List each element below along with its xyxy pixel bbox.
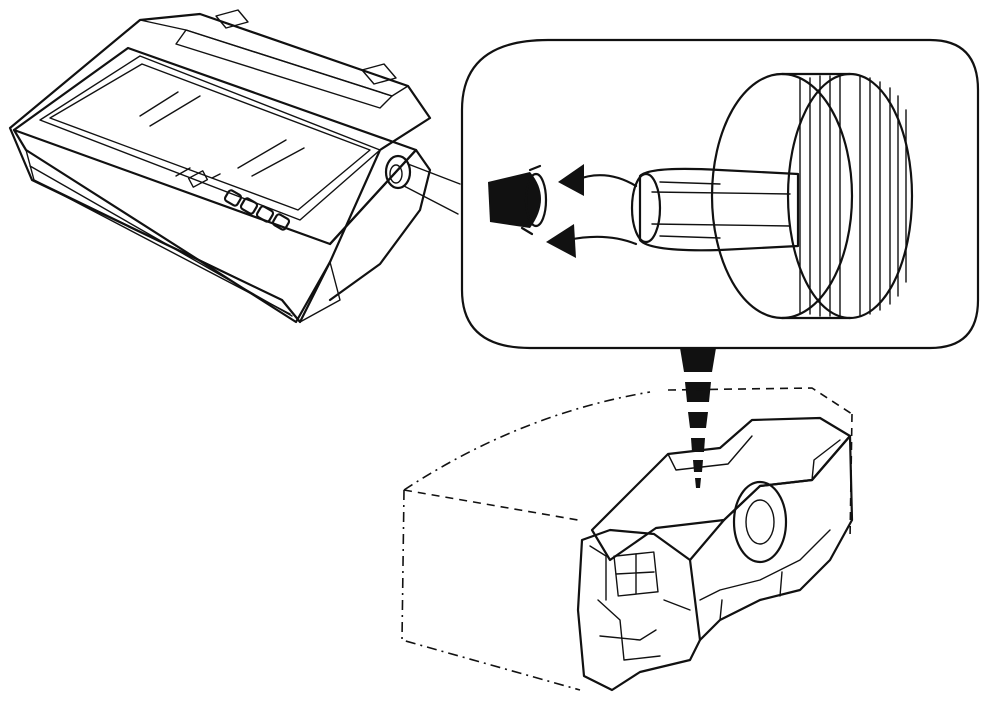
platen-knob (630, 72, 914, 320)
arrow-lower-head (546, 224, 576, 258)
view-pointer (680, 348, 716, 488)
ribbon-cartridge (576, 416, 854, 692)
arrow-upper (574, 174, 638, 188)
arrow-lower (566, 235, 638, 246)
removed-cap (488, 164, 548, 236)
leader-line-lower (403, 185, 459, 215)
knob-detail-callout (460, 38, 980, 350)
leader-line-upper (407, 163, 461, 185)
arrow-upper-head (558, 164, 584, 196)
printer (8, 9, 432, 324)
